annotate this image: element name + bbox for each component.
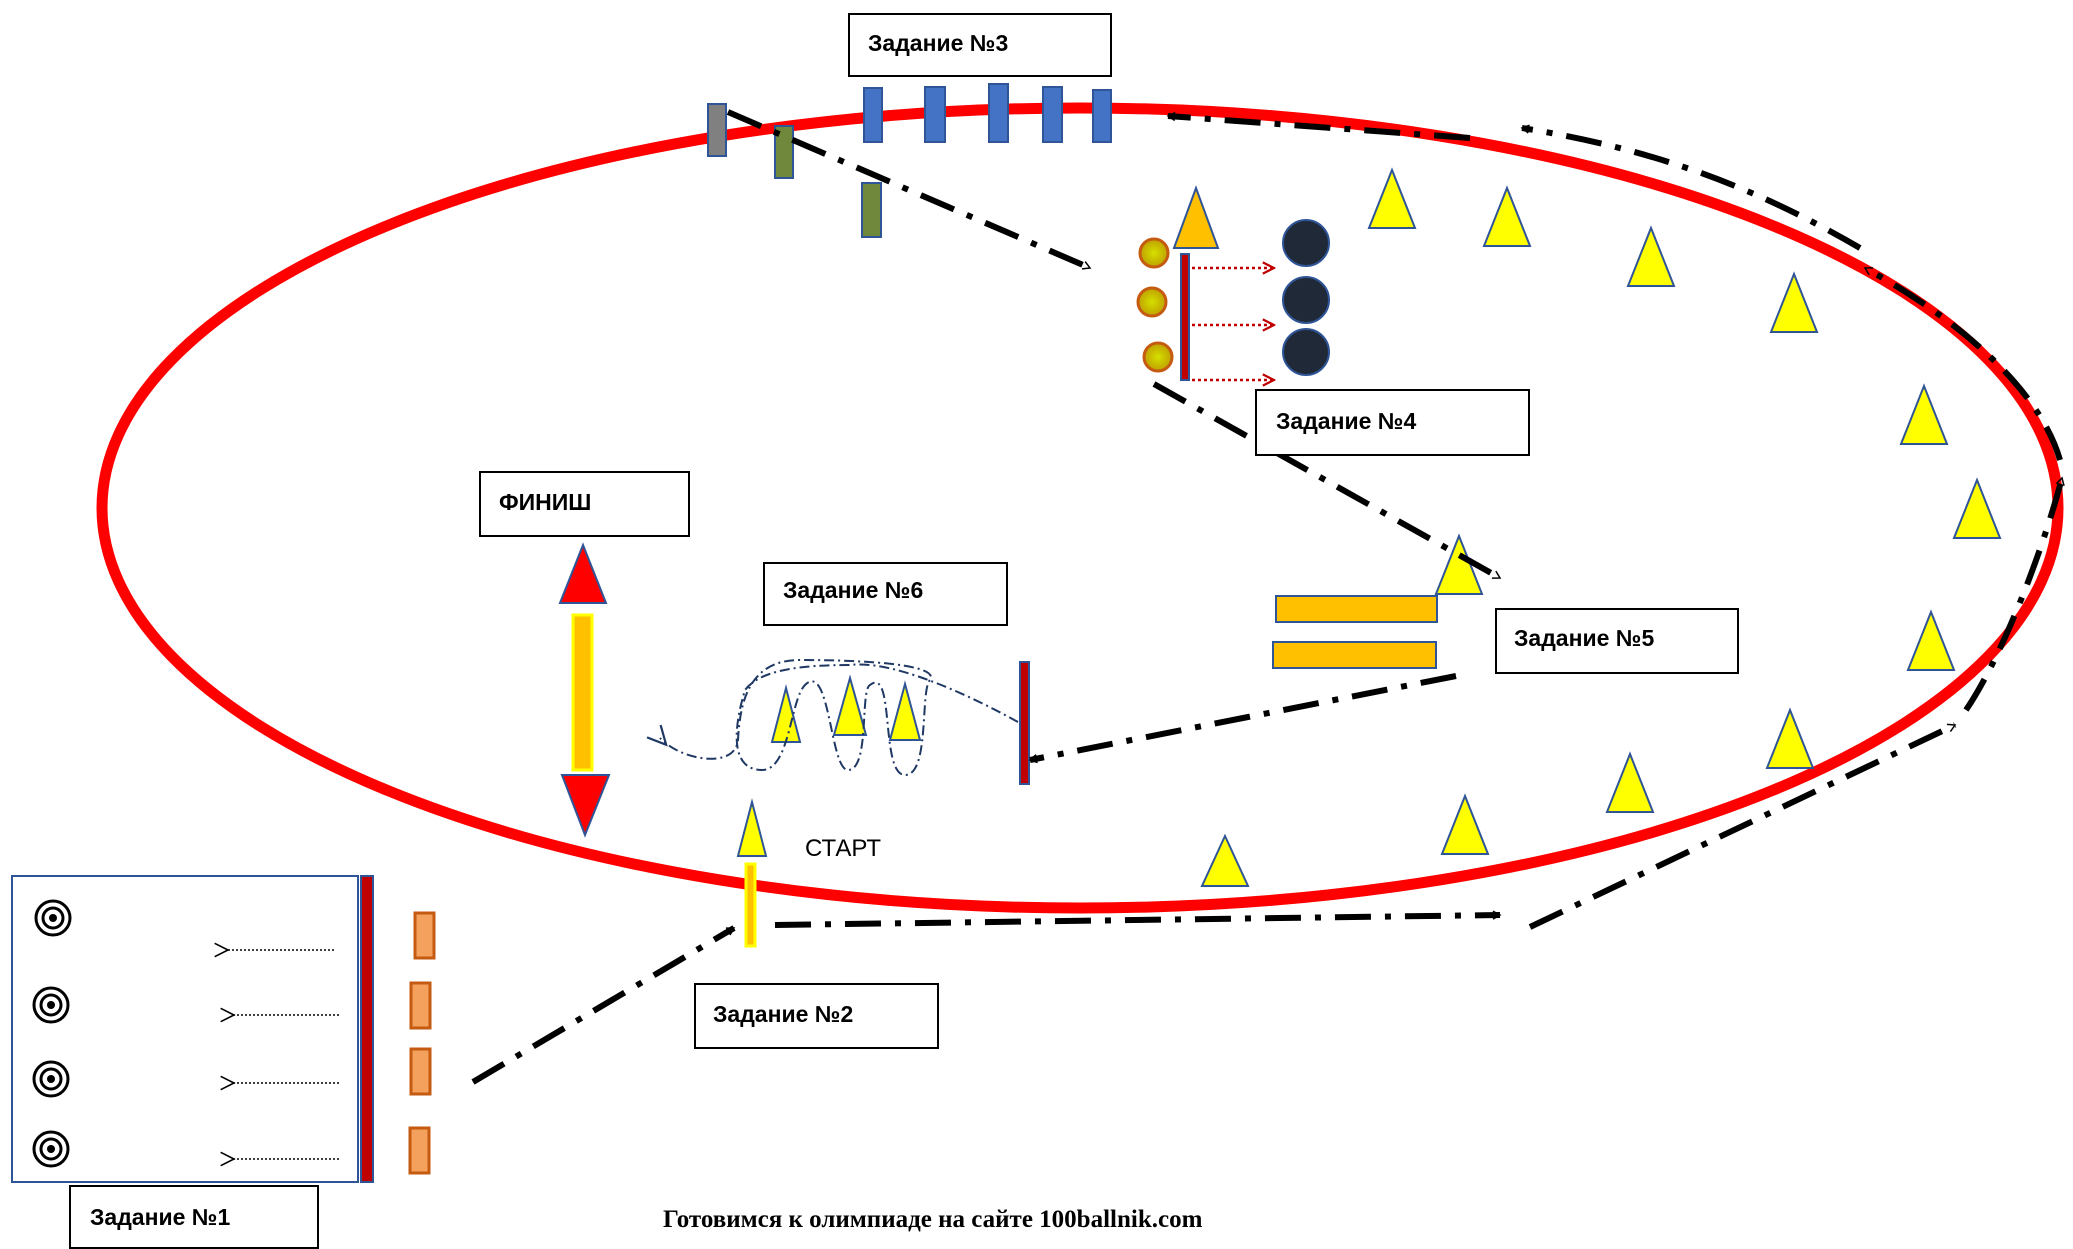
- cone-icon: [1626, 225, 1676, 287]
- slalom-path: [660, 658, 1019, 777]
- task4-station: [1136, 185, 1330, 381]
- finish-line: [571, 613, 594, 772]
- slalom-line: [1019, 661, 1030, 785]
- firing-position: [409, 981, 432, 1030]
- cone-icon: [1440, 793, 1490, 855]
- finish-label: ФИНИШ: [499, 489, 591, 515]
- task3-label: Задание №3: [868, 30, 1008, 56]
- target-ball-icon: [1282, 276, 1330, 324]
- task1-range: [11, 875, 436, 1183]
- target-icon: [32, 1130, 70, 1168]
- firing-position: [409, 1047, 432, 1096]
- bench-icon: [1275, 595, 1438, 623]
- start-label: СТАРТ: [805, 835, 881, 862]
- finish-arrow-down-icon: [560, 774, 611, 838]
- hurdle-icon: [988, 83, 1009, 143]
- throw-line: [1180, 253, 1190, 381]
- label-finish: ФИНИШ: [479, 471, 690, 537]
- cone-icon: [1367, 167, 1417, 229]
- label-task5: Задание №5: [1495, 608, 1739, 674]
- cone-icon: [1482, 185, 1532, 247]
- running-track: [96, 102, 2064, 914]
- label-task2: Задание №2: [694, 983, 939, 1049]
- cone-icon: [736, 798, 768, 857]
- task2-label: Задание №2: [713, 1001, 853, 1027]
- firing-position: [408, 1126, 431, 1175]
- footer-text: Готовимся к олимпиаде на сайте 100ballni…: [663, 1206, 1203, 1233]
- cone-icon: [1200, 833, 1250, 887]
- target-ball-icon: [1282, 219, 1330, 267]
- task5-station: [1272, 533, 1484, 669]
- hurdle-icon: [924, 86, 946, 143]
- route-arrow: [1863, 265, 2063, 461]
- cone-icon: [1172, 185, 1220, 249]
- finish-arrow-up-icon: [558, 542, 608, 604]
- label-task1: Задание №1: [69, 1185, 319, 1249]
- task5-label: Задание №5: [1514, 625, 1654, 651]
- task4-label: Задание №4: [1276, 408, 1416, 434]
- route-arrow: [1520, 124, 1862, 251]
- range-line: [360, 875, 374, 1183]
- start-marker: [736, 798, 768, 948]
- route-arrow: [471, 925, 736, 1085]
- target-icon: [32, 986, 70, 1024]
- range-box: [11, 875, 359, 1183]
- route-arrows: [471, 109, 2065, 1085]
- cone-icon: [1952, 477, 2002, 539]
- hurdle-icon: [863, 87, 883, 143]
- route-arrow: [1152, 381, 1502, 581]
- ball-icon: [1142, 341, 1174, 373]
- cone-icon: [770, 684, 802, 743]
- cone-icon: [1765, 707, 1815, 769]
- task1-label: Задание №1: [90, 1204, 230, 1230]
- route-arrow: [1528, 722, 1957, 930]
- target-icon: [32, 1060, 70, 1098]
- cone-icon: [1434, 533, 1484, 595]
- task6-label: Задание №6: [783, 577, 923, 603]
- route-arrow: [774, 910, 1502, 928]
- cone-icon: [1906, 609, 1956, 671]
- cone-icon: [1605, 751, 1655, 813]
- task6-station: [660, 658, 1030, 785]
- bench-icon: [1272, 641, 1437, 669]
- hurdle-icon: [774, 125, 794, 179]
- label-task6: Задание №6: [763, 562, 1008, 626]
- target-ball-icon: [1282, 328, 1330, 376]
- cone-icon: [1769, 271, 1819, 333]
- label-task4: Задание №4: [1255, 389, 1530, 456]
- cone-icon: [832, 674, 868, 736]
- firing-position: [413, 911, 436, 960]
- cone-icon: [1899, 383, 1949, 445]
- task3-hurdles: [707, 83, 1112, 238]
- start-line: [744, 862, 757, 948]
- hurdle-icon: [707, 103, 727, 157]
- finish-marker: [558, 542, 611, 838]
- target-icon: [34, 899, 72, 937]
- route-arrow: [1166, 111, 1471, 141]
- label-task3: Задание №3: [848, 13, 1112, 77]
- hurdle-icon: [861, 182, 882, 238]
- ball-icon: [1138, 237, 1170, 269]
- route-arrow: [1028, 673, 1457, 764]
- hurdle-icon: [1092, 89, 1112, 143]
- route-arrow: [1963, 476, 2065, 712]
- ball-icon: [1136, 286, 1168, 318]
- cone-icon: [888, 680, 922, 741]
- track-cones: [1200, 167, 2002, 887]
- hurdle-icon: [1042, 86, 1063, 143]
